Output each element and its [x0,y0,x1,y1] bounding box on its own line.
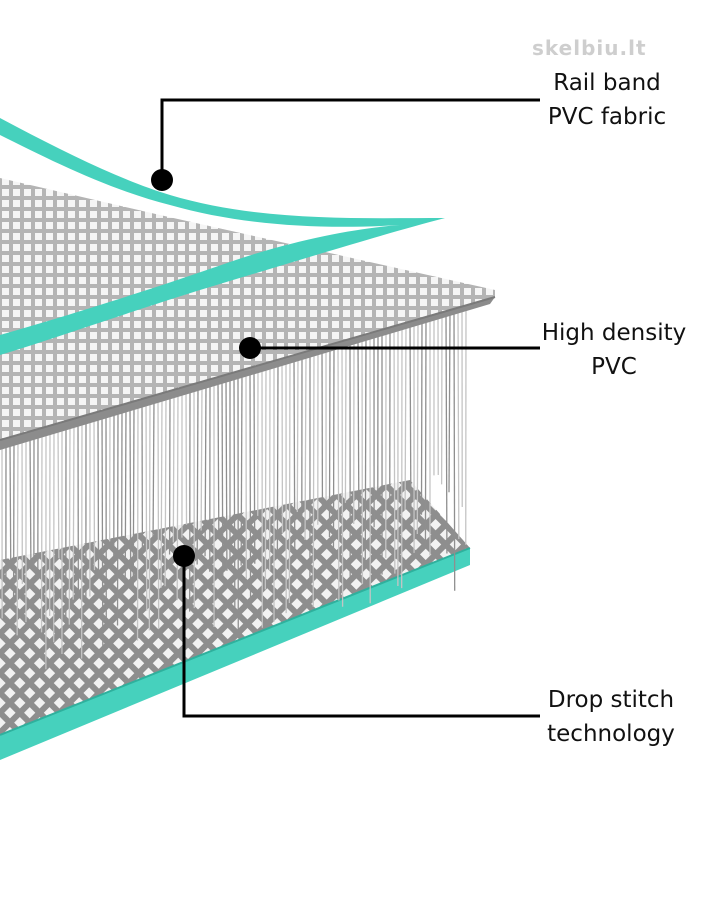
stitch-thread [200,385,203,531]
stitch-thread [404,326,407,511]
stitch-thread [424,320,427,546]
stitch-thread [160,397,163,588]
stitch-thread [225,378,228,571]
stitch-thread [288,360,291,604]
callout-drop-stitch [173,545,540,718]
stitch-thread [16,439,19,636]
stitch-thread [312,353,315,607]
label-high-density-line1: High density [541,320,687,346]
stitch-thread [172,394,175,543]
stitch-thread [145,402,148,611]
stitch-thread [453,312,456,591]
stitch-thread [393,329,396,574]
stitch-thread [9,442,12,568]
stitch-thread [148,401,151,631]
stitch-thread [129,406,132,590]
stitch-thread [416,322,419,534]
label-high-density-line2: PVC [591,354,637,380]
stitch-thread [249,371,252,602]
label-drop-stitch-line2: technology [547,721,675,747]
stitch-thread [176,392,179,601]
stitch-thread [296,357,299,513]
label-rail-band: Rail band PVC fabric [540,66,674,134]
stitch-thread [185,390,188,525]
callout-high-density [239,337,540,359]
label-rail-band-line2: PVC fabric [547,104,667,130]
watermark: skelbiu.lt [532,36,647,60]
stitch-thread [221,379,224,577]
stitch-thread [101,415,104,657]
stitch-thread [29,436,32,561]
label-high-density: High density PVC [533,316,695,384]
stitch-thread [217,381,220,532]
stitch-thread [357,340,360,510]
stitch-thread [304,355,307,540]
label-rail-band-line1: Rail band [553,70,661,96]
callout-rail-band [151,98,540,191]
stitch-thread [420,321,423,515]
stitch-thread [344,343,347,503]
stitch-thread [152,399,155,540]
stitch-thread [97,416,100,574]
stitch-thread [457,310,460,540]
label-drop-stitch: Drop stitch technology [535,683,687,751]
stitch-thread [364,337,367,559]
stitch-thread [157,398,160,629]
stitch-thread [253,370,256,564]
stitch-thread [233,376,236,609]
stitch-thread [328,348,331,538]
stitch-thread [124,408,127,589]
stitch-thread [132,405,135,591]
rail-band [0,118,445,355]
stitch-thread [72,423,75,600]
stitch-thread [57,428,60,559]
top-pvc-sheet [0,178,496,450]
stitch-thread [240,374,243,566]
stitch-thread [337,345,340,601]
stitch-thread [445,314,448,554]
stitch-thread [196,386,199,565]
stitch-thread [448,313,451,493]
stitch-thread [204,384,207,557]
stitch-thread [409,324,412,522]
stitch-thread [293,358,296,553]
stitch-thread [332,347,335,554]
stitch-thread [68,424,71,625]
stitch-thread [264,367,267,590]
stitch-thread [164,396,167,587]
stitch-thread [276,363,279,553]
label-drop-stitch-line1: Drop stitch [547,687,675,713]
stitch-thread [341,344,344,607]
